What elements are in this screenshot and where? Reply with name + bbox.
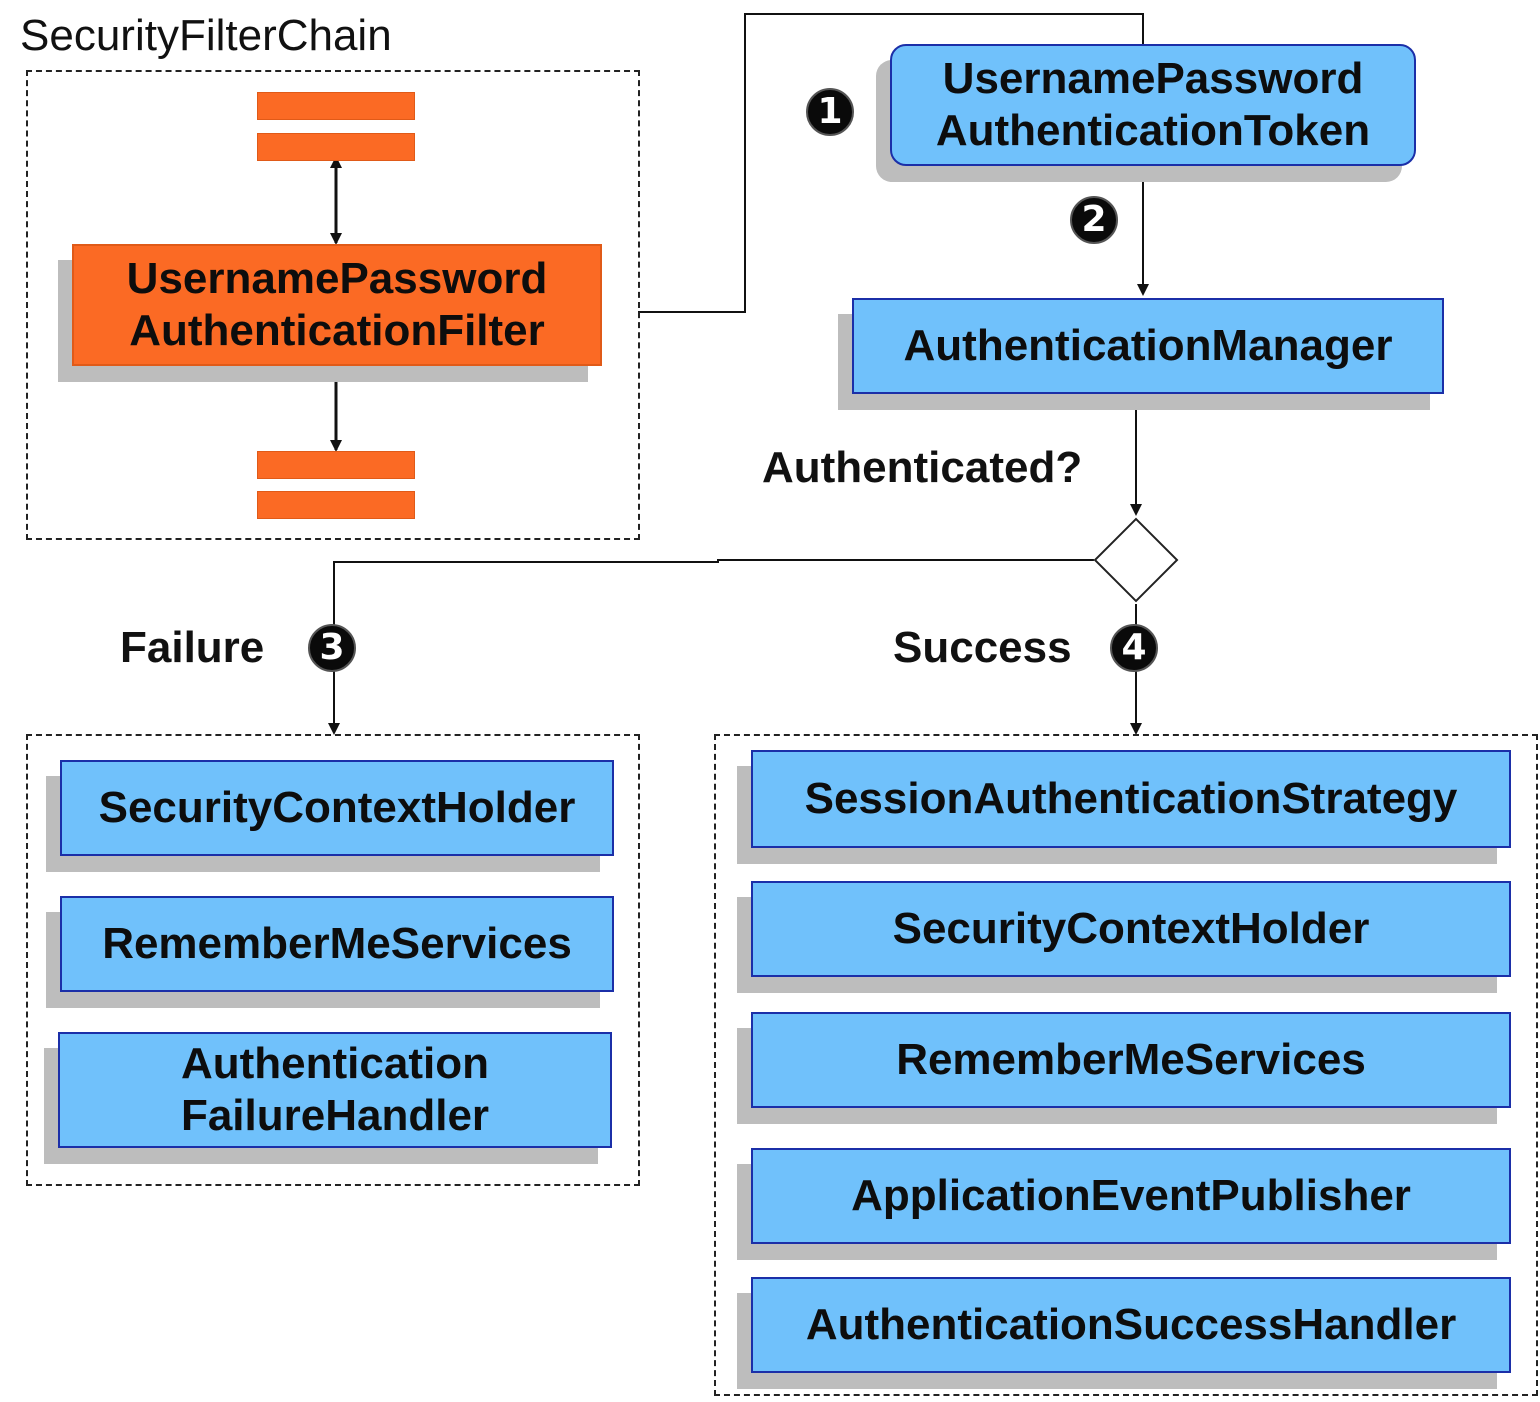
chain-filter-bar: [257, 92, 415, 120]
failure-handlers-group: [26, 734, 640, 1186]
token-label-line2: AuthenticationToken: [935, 106, 1371, 155]
success-remember-me-services[interactable]: RememberMeServices: [751, 1012, 1511, 1108]
filter-label-line1: UsernamePassword: [126, 254, 548, 304]
security-filter-chain-title: SecurityFilterChain: [20, 11, 392, 60]
token-label-line1: UsernamePassword: [942, 54, 1364, 104]
success-handlers-group: [714, 734, 1538, 1396]
authentication-manager[interactable]: AuthenticationManager: [852, 298, 1444, 394]
chain-filter-bar: [257, 491, 415, 519]
step-3-badge: 3: [308, 624, 356, 672]
filter-label-line2: AuthenticationFilter: [129, 306, 545, 355]
filter-to-token-line: [638, 13, 1144, 313]
failure-remember-me-services[interactable]: RememberMeServices: [60, 896, 614, 992]
failure-handler-line2: FailureHandler: [180, 1091, 490, 1140]
username-password-authentication-filter[interactable]: UsernamePassword AuthenticationFilter: [72, 244, 602, 366]
authentication-success-handler[interactable]: AuthenticationSuccessHandler: [751, 1277, 1511, 1373]
authenticated-question: Authenticated?: [762, 443, 1083, 492]
success-label: Success: [893, 623, 1072, 672]
failure-handler-line1: Authentication: [181, 1039, 489, 1089]
failure-label: Failure: [120, 623, 265, 672]
username-password-authentication-token[interactable]: UsernamePassword AuthenticationToken: [890, 44, 1416, 166]
step-4-badge: 4: [1110, 624, 1158, 672]
failure-security-context-holder[interactable]: SecurityContextHolder: [60, 760, 614, 856]
step-1-badge: 1: [806, 88, 854, 136]
step-2-badge: 2: [1070, 196, 1118, 244]
chain-filter-bar: [257, 451, 415, 479]
session-authentication-strategy[interactable]: SessionAuthenticationStrategy: [751, 750, 1511, 848]
application-event-publisher[interactable]: ApplicationEventPublisher: [751, 1148, 1511, 1244]
security-filter-chain-group: [26, 70, 640, 540]
success-security-context-holder[interactable]: SecurityContextHolder: [751, 881, 1511, 977]
decision-to-failure-line: [328, 559, 1094, 735]
authentication-failure-handler[interactable]: Authentication FailureHandler: [58, 1032, 612, 1148]
chain-filter-bar: [257, 133, 415, 161]
